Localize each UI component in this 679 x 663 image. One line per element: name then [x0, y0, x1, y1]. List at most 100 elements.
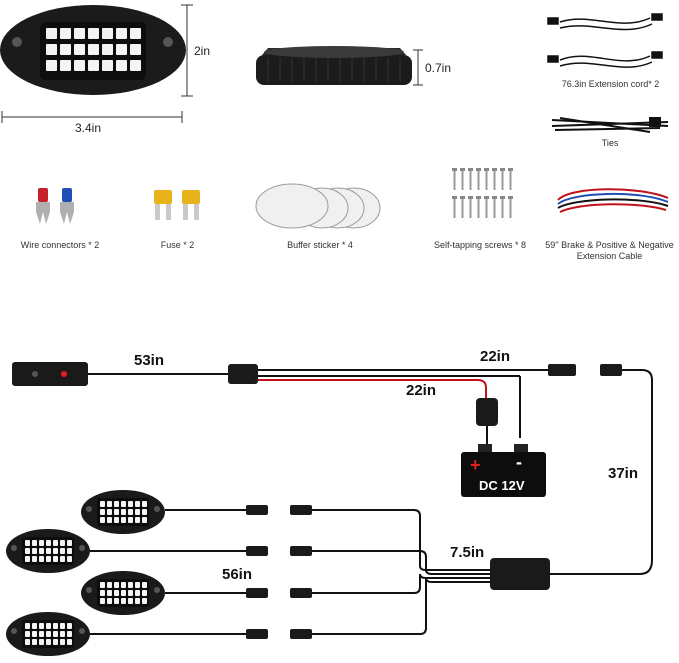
brake-cable-caption-line2: Extension Cable [576, 251, 643, 261]
led-chip [32, 623, 37, 629]
led-chip [102, 60, 113, 71]
main-harness-wires [88, 369, 653, 575]
led-chip [102, 28, 113, 39]
buffer-stickers-image [255, 183, 381, 229]
led-chip [74, 28, 85, 39]
length-top-label: 22in [480, 348, 511, 365]
led-chip [46, 60, 57, 71]
switch-box [12, 362, 88, 386]
led-chip [100, 590, 105, 596]
led-chip [142, 582, 147, 588]
led-chip [46, 639, 51, 645]
led-chip [135, 590, 140, 596]
screws-caption: Self-tapping screws * 8 [433, 240, 527, 250]
led-chip [107, 517, 112, 523]
led-chip [60, 639, 65, 645]
led-chip [46, 44, 57, 55]
battery-label: DC 12V [479, 478, 525, 493]
length-battery-label: 22in [406, 382, 437, 399]
led-chip [114, 509, 119, 515]
brake-cable-image [557, 188, 669, 213]
battery-plus-sign: + [470, 455, 481, 475]
led-chip [121, 517, 126, 523]
led-chip [130, 60, 141, 71]
wire-connectors-caption: Wire connectors * 2 [20, 240, 100, 250]
splitter-hub [490, 558, 550, 590]
dimension-height-line [181, 4, 193, 97]
rock-light-pod [6, 612, 90, 656]
battery [461, 444, 546, 497]
pod-connector [246, 588, 268, 598]
led-chip [67, 639, 72, 645]
led-chip [46, 548, 51, 554]
fuse-caption: Fuse * 2 [160, 240, 195, 250]
led-chip [100, 582, 105, 588]
led-chip [32, 540, 37, 546]
led-chip [135, 509, 140, 515]
led-chip [74, 60, 85, 71]
led-chip [60, 548, 65, 554]
length-vertical-label: 37in [608, 465, 639, 482]
led-chip [39, 631, 44, 637]
led-chip [107, 501, 112, 507]
led-chip [114, 582, 119, 588]
led-chip [88, 60, 99, 71]
rock-light-pod [81, 490, 165, 534]
brake-cable-caption-line1: 59'' Brake & Positive & Negative [545, 240, 674, 250]
led-chip [107, 598, 112, 604]
control-module [228, 364, 258, 384]
led-chip [100, 509, 105, 515]
led-chip [53, 639, 58, 645]
led-chip [102, 44, 113, 55]
led-chip [39, 623, 44, 629]
led-chip [32, 631, 37, 637]
extension-connector [548, 364, 622, 376]
led-chip [114, 598, 119, 604]
led-chip [142, 590, 147, 596]
rock-light-pod [81, 571, 165, 615]
pod-connector [290, 629, 312, 639]
led-chip [46, 540, 51, 546]
led-chip [25, 639, 30, 645]
led-chip [128, 598, 133, 604]
led-chip [130, 28, 141, 39]
led-chip [46, 556, 51, 562]
led-chip [60, 623, 65, 629]
led-chip [67, 540, 72, 546]
led-chip [142, 598, 147, 604]
pod-connector [290, 588, 312, 598]
led-chip [142, 501, 147, 507]
led-chip [53, 540, 58, 546]
inline-fuse-holder [476, 398, 498, 444]
rock-light-front-view [0, 5, 186, 95]
dimension-width-line [1, 111, 183, 123]
led-chip [60, 60, 71, 71]
length-switch-label: 53in [134, 352, 165, 369]
led-chip [60, 540, 65, 546]
led-chip [32, 639, 37, 645]
dimension-thickness-label: 0.7in [425, 61, 452, 75]
led-chip [25, 548, 30, 554]
dimension-width-label: 3.4in [75, 121, 102, 135]
ties-caption: Ties [601, 138, 619, 148]
led-chip [53, 548, 58, 554]
red-wire-to-fuse [258, 379, 487, 398]
led-chip [60, 631, 65, 637]
led-chip [100, 501, 105, 507]
extension-cord-image [547, 13, 663, 68]
led-chip [25, 556, 30, 562]
pod-connector [246, 505, 268, 515]
length-hub-label: 7.5in [450, 544, 485, 561]
led-chip [74, 44, 85, 55]
led-chip [128, 590, 133, 596]
led-chip [53, 623, 58, 629]
led-chip [88, 44, 99, 55]
battery-minus-sign: - [516, 452, 522, 472]
led-chip [25, 631, 30, 637]
led-chip [135, 598, 140, 604]
led-chip [39, 548, 44, 554]
led-chip [67, 556, 72, 562]
led-chip [39, 639, 44, 645]
led-chip [114, 590, 119, 596]
led-chip [53, 556, 58, 562]
